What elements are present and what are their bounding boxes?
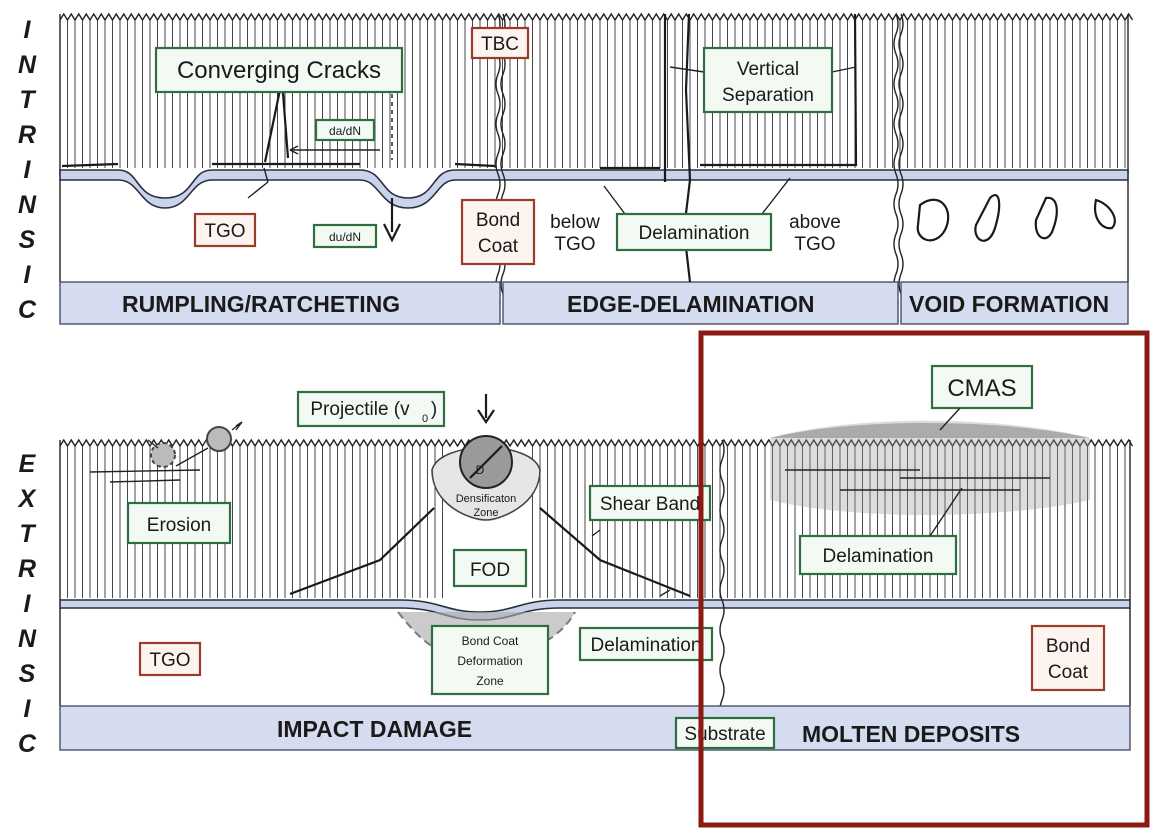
label-tbc: TBC: [470, 26, 530, 60]
label-bond-coat-top: Bond Coat: [460, 198, 536, 266]
svg-text:Separation: Separation: [722, 85, 814, 106]
intrinsic-letter: I: [24, 261, 32, 289]
label-tgo-bottom: TGO: [138, 641, 202, 677]
svg-text:Coat: Coat: [1048, 662, 1089, 683]
band-void: [900, 281, 1129, 325]
rumpling-cracks: [61, 79, 496, 243]
svg-text:Bond: Bond: [1046, 636, 1090, 657]
panel-title-edge: EDGE-DELAMINATION: [567, 291, 814, 317]
svg-text:Bond Coat: Bond Coat: [462, 634, 519, 648]
band-rumpling: [59, 281, 501, 325]
diameter-label: D: [476, 463, 485, 477]
label-fod: FOD: [452, 548, 528, 588]
label-bond-coat-bottom: Bond Coat: [1030, 624, 1106, 692]
intrinsic-tgo-layer: [59, 169, 1129, 209]
intrinsic-letter: T: [19, 86, 37, 114]
intrinsic-letter: N: [18, 51, 37, 79]
label-du-dn: du/dN: [312, 223, 378, 249]
label-delamination-top: Delamination: [615, 212, 773, 252]
extrinsic-letter: S: [19, 660, 36, 688]
divider-wavy-3: [893, 13, 899, 311]
label-converging-cracks: Converging Cracks: [154, 46, 404, 94]
panel-title-void: VOID FORMATION: [909, 291, 1109, 317]
extrinsic-letter: I: [24, 695, 32, 723]
band-impact: [59, 705, 1131, 751]
divider-wavy-bottom: [719, 439, 725, 751]
label-delamination-impact: Delamination: [578, 626, 714, 662]
extrinsic-letter: E: [19, 450, 37, 478]
voids: [916, 194, 1116, 242]
svg-text:TGO: TGO: [204, 221, 245, 242]
panel-title-rumpling: RUMPLING/RATCHETING: [122, 291, 400, 317]
label-substrate: Substrate: [674, 716, 776, 750]
shear-bands: [289, 507, 691, 598]
delamination-pointer: [929, 487, 963, 537]
svg-text:CMAS: CMAS: [947, 375, 1016, 402]
intrinsic-letter: S: [19, 226, 36, 254]
erosion-particles: [89, 421, 243, 483]
intrinsic-letter: I: [24, 16, 32, 44]
band-edge: [502, 281, 899, 325]
extrinsic-letter: N: [18, 625, 37, 653]
svg-text:Substrate: Substrate: [684, 724, 765, 745]
extrinsic-letter: C: [18, 730, 37, 758]
cmas-deposit: [770, 420, 1090, 515]
densification-label-2: Zone: [473, 507, 498, 519]
svg-text:Shear Band: Shear Band: [600, 494, 700, 515]
svg-text:): ): [431, 399, 437, 420]
svg-text:0: 0: [422, 413, 428, 425]
extrinsic-letter: X: [17, 485, 37, 513]
label-projectile: Projectile (v 0 ): [296, 390, 446, 428]
intrinsic-letter: C: [18, 296, 37, 324]
svg-text:Deformation: Deformation: [457, 654, 522, 668]
intrinsic-top-coating: [59, 12, 1134, 175]
intrinsic-substrate: [59, 180, 1129, 282]
divider-wavy-4: [898, 13, 904, 311]
svg-text:FOD: FOD: [470, 560, 510, 581]
svg-text:du/dN: du/dN: [329, 230, 361, 244]
svg-text:Bond: Bond: [476, 210, 520, 231]
intrinsic-letter: N: [18, 191, 37, 219]
svg-text:Delamination: Delamination: [823, 546, 934, 567]
label-cmas: CMAS: [930, 364, 1034, 410]
extrinsic-letter: R: [18, 555, 36, 583]
label-shear-band: Shear Band: [588, 484, 712, 522]
extrinsic-letter: I: [24, 590, 32, 618]
label-bond-coat-deformation-zone: Bond Coat Deformation Zone: [430, 624, 550, 696]
label-below-tgo: TGO: [554, 234, 595, 255]
svg-text:Projectile (v: Projectile (v: [310, 399, 410, 420]
svg-text:Coat: Coat: [478, 236, 519, 257]
svg-text:Delamination: Delamination: [639, 223, 750, 244]
svg-text:Zone: Zone: [476, 674, 504, 688]
densification-label-1: Densificaton: [456, 493, 517, 505]
intrinsic-letter: I: [24, 156, 32, 184]
svg-text:TGO: TGO: [149, 650, 190, 671]
highlight-frame: [698, 330, 1150, 828]
label-delamination-molten: Delamination: [798, 534, 958, 576]
extrinsic-letter: T: [19, 520, 37, 548]
svg-text:Delamination: Delamination: [591, 635, 702, 656]
svg-text:da/dN: da/dN: [329, 124, 361, 138]
cmas-pointer: [939, 407, 961, 431]
svg-text:Erosion: Erosion: [147, 515, 211, 536]
label-vertical-separation: Vertical Separation: [702, 46, 834, 114]
panel-title-impact: IMPACT DAMAGE: [277, 716, 472, 742]
panel-title-molten: MOLTEN DEPOSITS: [802, 721, 1020, 747]
label-above-tgo: TGO: [794, 234, 835, 255]
label-above: above: [789, 212, 841, 233]
projectile: D Densificaton Zone: [431, 394, 541, 521]
svg-text:Vertical: Vertical: [737, 59, 799, 80]
svg-text:TBC: TBC: [481, 34, 519, 55]
label-below: below: [550, 212, 600, 233]
extrinsic-coating: [59, 438, 1134, 600]
label-da-dn: da/dN: [314, 118, 376, 142]
intrinsic-letter: R: [18, 121, 36, 149]
svg-text:Converging Cracks: Converging Cracks: [177, 57, 381, 84]
label-tgo-rumpling: TGO: [193, 212, 257, 248]
label-erosion: Erosion: [126, 501, 232, 545]
